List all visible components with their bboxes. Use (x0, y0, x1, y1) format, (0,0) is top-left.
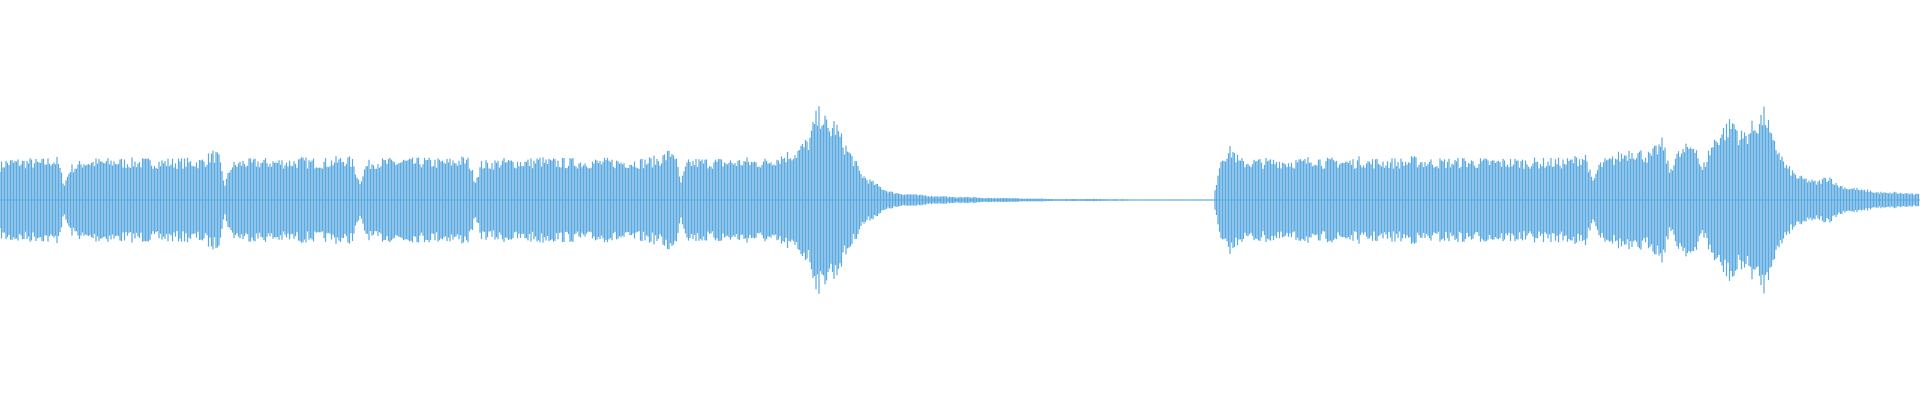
waveform-bars (0, 106, 1920, 294)
